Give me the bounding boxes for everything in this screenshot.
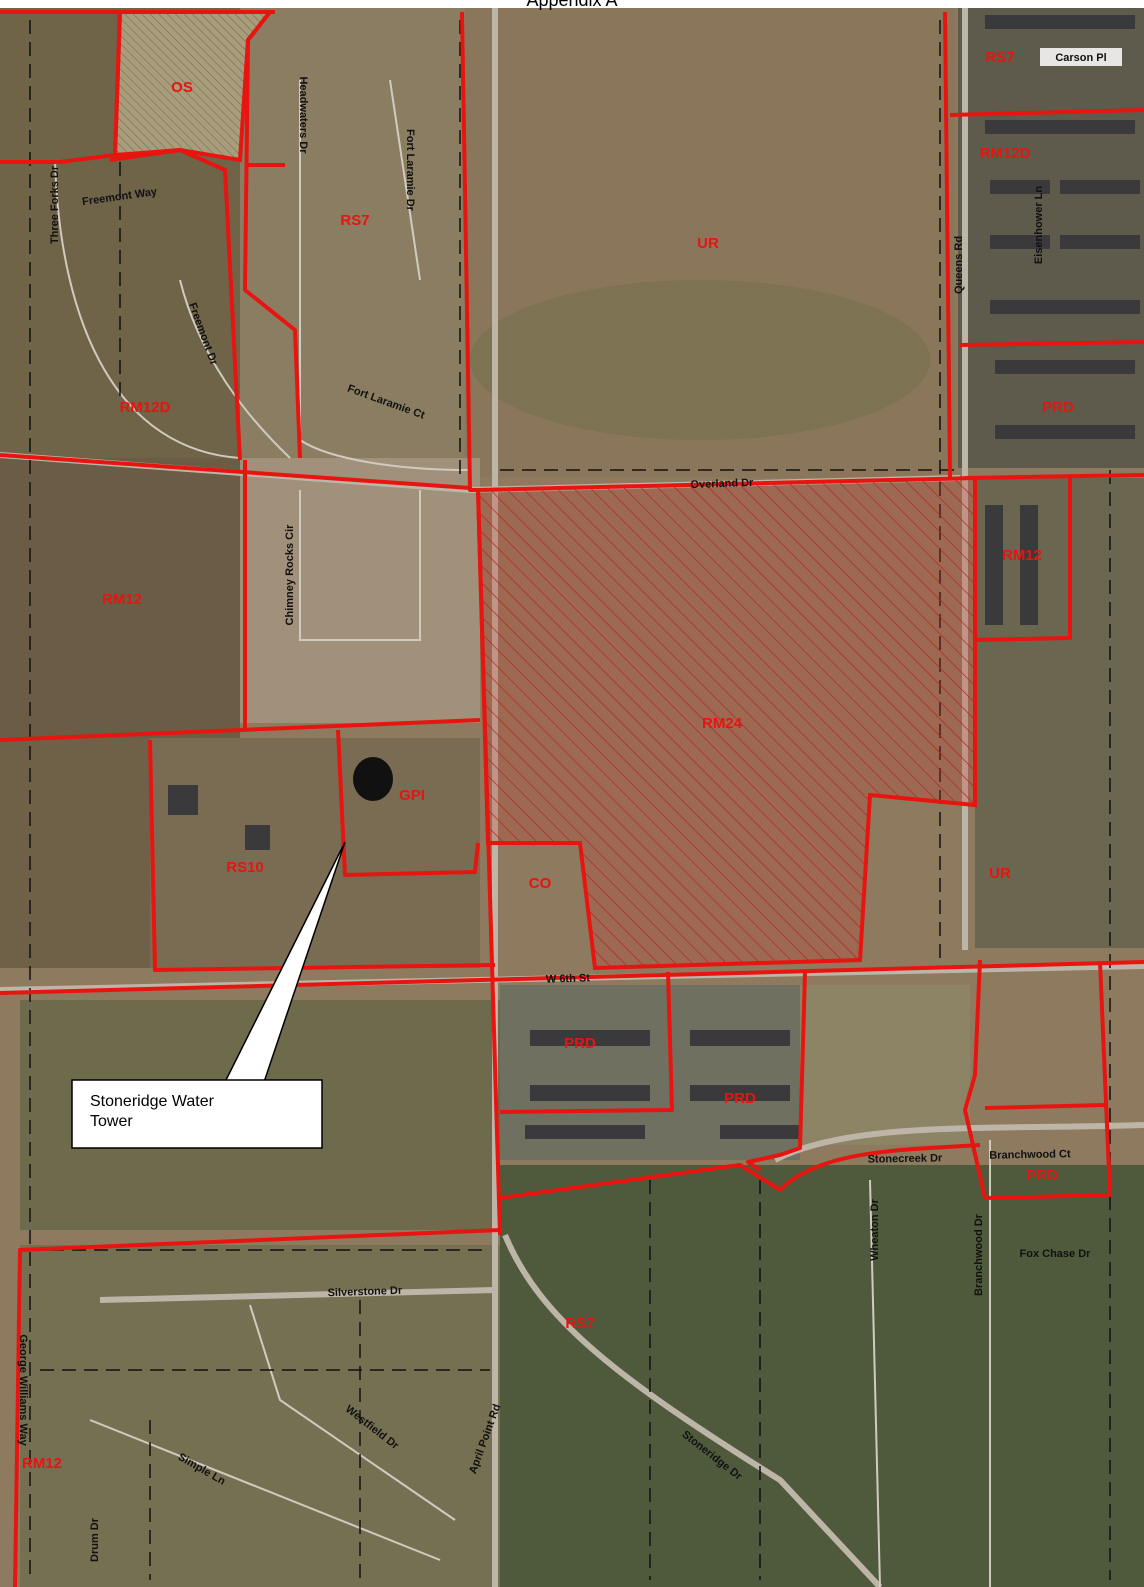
residential-east-middle (975, 478, 1144, 948)
road-label-branchwood-dr: Branchwood Dr (973, 1213, 985, 1296)
road-label-queens: Queens Rd (953, 236, 965, 294)
zone-label-rm12-bottom: RM12 (22, 1455, 62, 1472)
field-west-middle (0, 458, 240, 738)
header-band (0, 0, 1144, 8)
zone-label-rs7-mid: RS7 (340, 212, 369, 229)
road-label-wheaton: Wheaton Dr (869, 1198, 881, 1260)
road-label-drum: Drum Dr (89, 1517, 101, 1562)
field-ur-grass (470, 280, 930, 440)
zone-label-rm12d-top: RM12D (980, 145, 1031, 162)
road-network-minor (54, 79, 991, 1587)
field-rs10 (150, 738, 480, 968)
field-west-strip (0, 738, 150, 968)
field-north-central (240, 8, 465, 458)
zone-label-co: CO (529, 875, 552, 892)
road-label-carson: Carson Pl (1055, 52, 1106, 64)
zone-label-prd-right: PRD (1042, 399, 1074, 416)
road-label-fox-chase: Fox Chase Dr (1020, 1248, 1092, 1260)
building-rows (168, 15, 1140, 1139)
zoning-boundaries (0, 10, 1144, 1587)
road-label-eisenhower: Eisenhower Ln (1033, 186, 1045, 265)
road-label-stonecreek: Stonecreek Dr (868, 1152, 944, 1165)
page-title: Appendix A (526, 0, 617, 10)
zone-label-rm12d-left: RM12D (120, 399, 171, 416)
zone-label-os: OS (171, 79, 193, 96)
road-label-fort-laramie-dr: Fort Laramie Dr (404, 129, 416, 212)
water-tower-icon (353, 757, 393, 801)
zone-label-prd-bottom-right: PRD (1026, 1167, 1058, 1184)
road-label-george: George Williams Way (17, 1334, 29, 1446)
callout-line-1: Stoneridge Water (90, 1093, 215, 1110)
zone-label-ur-right: UR (989, 865, 1011, 882)
callout-line-2: Tower (90, 1113, 133, 1130)
road-label-overland: Overland Dr (690, 477, 754, 491)
residential-south-east (500, 1165, 1144, 1587)
zone-label-rs7-top: RS7 (985, 49, 1014, 66)
road-label-chimney: Chimney Rocks Cir (284, 524, 296, 626)
zone-label-prd-center-2: PRD (724, 1090, 756, 1107)
zone-label-rm12-right: RM12 (1002, 547, 1042, 564)
zone-label-rs7-bottom: RS7 (565, 1315, 594, 1332)
construction-site (240, 458, 480, 723)
road-label-three-forks: Three Forks Dr (49, 165, 61, 244)
field-south-center (800, 985, 970, 1145)
zone-label-prd-center-1: PRD (564, 1035, 596, 1052)
callout-box (71, 1079, 323, 1149)
road-label-branchwood-ct: Branchwood Ct (989, 1148, 1071, 1161)
road-label-silverstone: Silverstone Dr (327, 1285, 403, 1300)
road-label-w6th: W 6th St (546, 972, 591, 986)
zone-label-ur-top: UR (697, 235, 719, 252)
zone-label-rm24: RM24 (702, 715, 743, 732)
road-label-headwaters: Headwaters Dr (297, 76, 309, 154)
zone-label-rs10: RS10 (226, 859, 264, 876)
field-south-west-2 (20, 1245, 500, 1587)
zone-label-rm12-left: RM12 (102, 591, 142, 608)
zone-label-gpi: GPI (399, 787, 425, 804)
